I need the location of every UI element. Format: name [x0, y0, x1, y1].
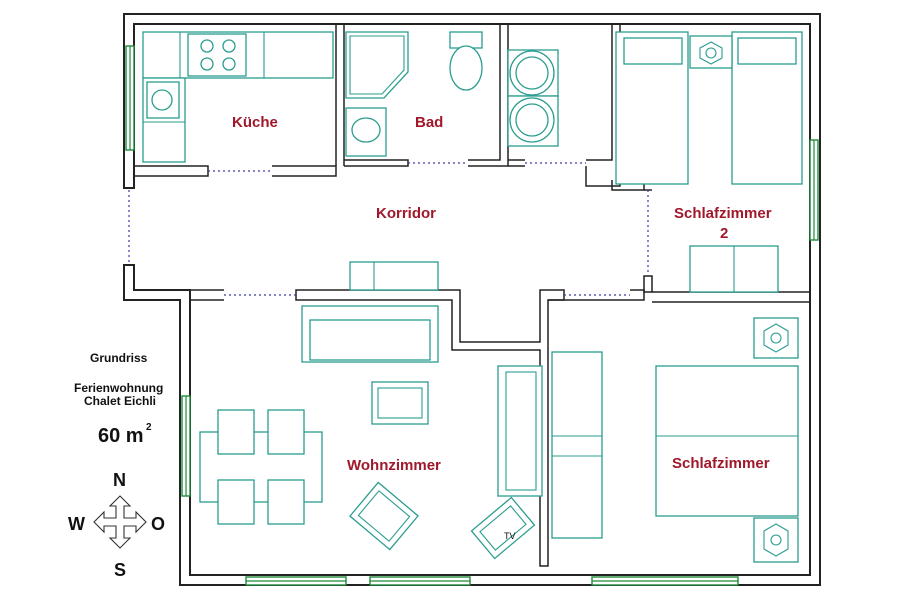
door-openings: [128, 162, 649, 296]
area-superscript: 2: [146, 422, 152, 433]
corridor-bench: [349, 261, 439, 291]
room-label-bedroom: Schlafzimmer: [672, 455, 770, 472]
living-furniture: TV: [199, 305, 543, 560]
compass-west: W: [68, 514, 85, 534]
kitchen-furniture: [142, 31, 334, 163]
compass-south: S: [114, 560, 126, 580]
room-label-bath: Bad: [415, 114, 443, 131]
tv-label: TV: [504, 531, 516, 541]
compass-north: N: [113, 470, 126, 490]
compass-east: O: [151, 514, 165, 534]
room-label-living: Wohnzimmer: [347, 457, 441, 474]
compass: N S W O: [68, 470, 165, 580]
windows: [125, 45, 819, 586]
compass-arrows-icon: [93, 495, 147, 549]
room-labels: Küche Bad Korridor Schlafzimmer 2 Wohnzi…: [232, 114, 772, 474]
room-label-kitchen: Küche: [232, 114, 278, 131]
plan-info: Grundriss Ferienwohnung Chalet Eichli 60…: [74, 351, 163, 447]
bedroom2-furniture: [615, 31, 803, 293]
room-label-corridor: Korridor: [376, 205, 436, 222]
plan-name-line2: Chalet Eichli: [84, 394, 156, 408]
bedroom-furniture: [551, 317, 799, 563]
plan-name-line1: Ferienwohnung: [74, 381, 163, 395]
room-label-bedroom2-number: 2: [720, 225, 728, 242]
storage-round-items: [507, 49, 559, 147]
bath-furniture: [345, 31, 483, 157]
area-value: 60 m: [98, 425, 144, 447]
room-label-bedroom2: Schlafzimmer: [674, 205, 772, 222]
plan-heading: Grundriss: [90, 351, 148, 365]
